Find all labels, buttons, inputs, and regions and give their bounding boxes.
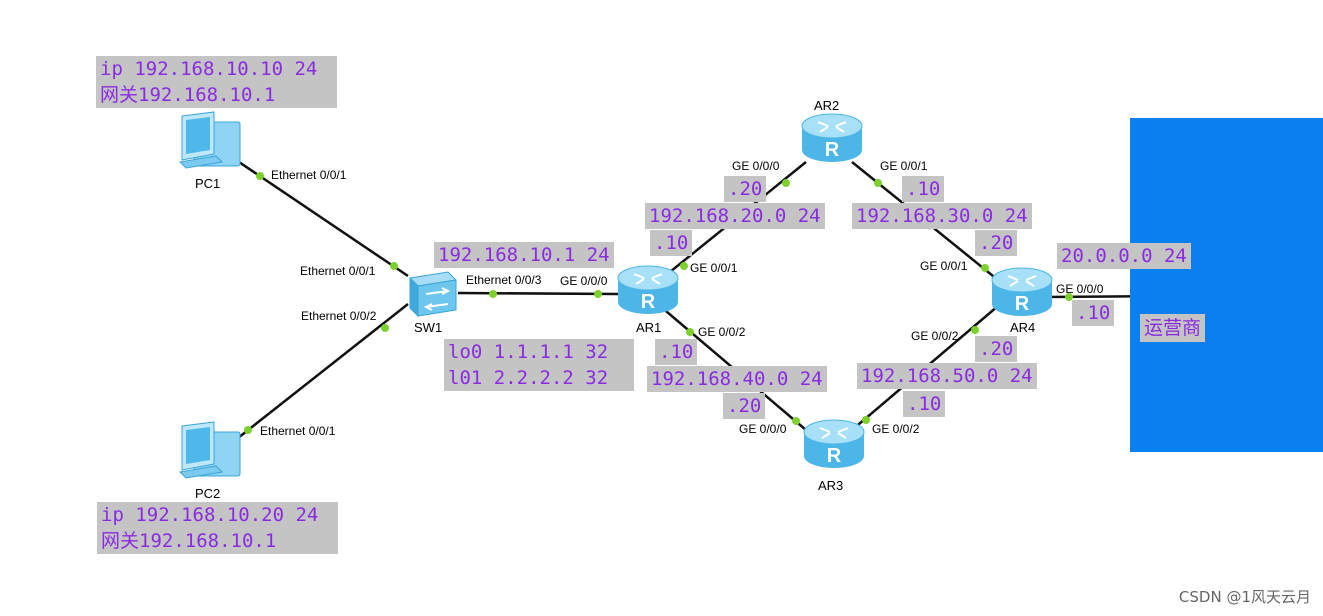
- port-label-sw1-e02: Ethernet 0/0/2: [301, 309, 377, 323]
- note-ar3-net50-host: .10: [903, 391, 946, 417]
- port-label-ar4-g002: GE 0/0/2: [911, 329, 959, 343]
- note-ar1-lo0: lo0 1.1.1.1 32: [448, 341, 609, 363]
- port-dot-ar3-g000: [792, 417, 800, 425]
- note-wan-net: 20.0.0.0 24: [1057, 243, 1191, 269]
- router-glyph: R: [641, 291, 656, 313]
- note-ar1-loopbacks: lo0 1.1.1.1 32 l01 2.2.2.2 32: [444, 339, 634, 391]
- port-label-pc2-e01: Ethernet 0/0/1: [260, 424, 336, 438]
- note-ar4-net50-host: .20: [975, 336, 1018, 362]
- port-label-sw1-e03: Ethernet 0/0/3: [466, 273, 542, 287]
- note-ar2-net30-host: .10: [902, 176, 945, 202]
- note-pc1-gateway: 网关192.168.10.1: [100, 84, 276, 106]
- note-ar4-net30-host: .20: [975, 230, 1018, 256]
- link-pc2-sw1: [237, 303, 409, 439]
- note-ar4-wan-host: .10: [1072, 300, 1115, 326]
- port-label-ar1-g001: GE 0/0/1: [690, 261, 738, 275]
- pc1-icon[interactable]: [176, 110, 246, 174]
- port-dot-ar4-g001: [981, 264, 989, 272]
- port-dot-ar1-g001: [680, 262, 688, 270]
- ar1-label: AR1: [636, 320, 662, 335]
- note-ar1-net40-host: .10: [655, 339, 698, 365]
- router-ar1-icon[interactable]: R: [614, 264, 682, 318]
- port-label-sw1-e01: Ethernet 0/0/1: [300, 264, 376, 278]
- note-net-20: 192.168.20.0 24: [645, 203, 825, 229]
- port-dot-ar1-g002: [686, 328, 694, 336]
- port-dot-ar4-g002: [971, 326, 979, 334]
- ar2-label: AR2: [814, 98, 840, 113]
- port-dot-ar3-g002: [862, 416, 870, 424]
- note-pc1: ip 192.168.10.10 24 网关192.168.10.1: [96, 56, 337, 108]
- pc1-label: PC1: [195, 176, 221, 191]
- port-dot-ar2-g000: [782, 179, 790, 187]
- port-dot-ar2-g001: [874, 179, 882, 187]
- note-pc2-ip: ip 192.168.10.20 24: [101, 504, 319, 526]
- sw1-label: SW1: [414, 320, 443, 335]
- note-ar3-net40-host: .20: [723, 393, 766, 419]
- port-label-ar1-g002: GE 0/0/2: [698, 325, 746, 339]
- ar4-label: AR4: [1010, 320, 1036, 335]
- note-pc1-ip: ip 192.168.10.10 24: [100, 58, 318, 80]
- port-dot-sw1-e03: [489, 290, 497, 298]
- note-pc2: ip 192.168.10.20 24 网关192.168.10.1: [97, 502, 338, 554]
- link-sw1-ar1: [457, 291, 619, 296]
- port-label-pc1-e01: Ethernet 0/0/1: [271, 168, 347, 182]
- link-pc1-sw1: [235, 158, 409, 278]
- port-label-ar3-g000: GE 0/0/0: [739, 422, 787, 436]
- note-ar1-lan: 192.168.10.1 24: [434, 242, 614, 268]
- note-net-50: 192.168.50.0 24: [857, 363, 1037, 389]
- port-label-ar1-g000: GE 0/0/0: [560, 274, 608, 288]
- isp-label: 运营商: [1140, 314, 1206, 342]
- note-net-30: 192.168.30.0 24: [852, 203, 1032, 229]
- note-net-40: 192.168.40.0 24: [647, 366, 827, 392]
- router-glyph: R: [827, 445, 842, 467]
- router-ar2-icon[interactable]: R: [798, 112, 866, 166]
- watermark: CSDN @1风天云月: [1178, 588, 1311, 606]
- port-label-ar2-g001: GE 0/0/1: [880, 159, 928, 173]
- note-ar1-net20-host: .10: [650, 230, 693, 256]
- port-dot-ar1-g000: [594, 290, 602, 298]
- router-glyph: R: [825, 139, 840, 161]
- note-ar1-lo1: l01 2.2.2.2 32: [448, 367, 609, 389]
- port-label-ar4-g000: GE 0/0/0: [1056, 282, 1104, 296]
- ar3-label: AR3: [818, 478, 844, 493]
- port-dot-pc1: [256, 172, 264, 180]
- port-label-ar3-g002: GE 0/0/2: [872, 422, 920, 436]
- port-dot-sw1-e02: [381, 324, 389, 332]
- port-dot-sw1-e01: [390, 262, 398, 270]
- port-dot-ar4-g000: [1065, 293, 1073, 301]
- router-ar3-icon[interactable]: R: [800, 418, 868, 472]
- port-label-ar2-g000: GE 0/0/0: [732, 159, 780, 173]
- note-pc2-gateway: 网关192.168.10.1: [101, 530, 277, 552]
- switch-icon[interactable]: [404, 268, 462, 320]
- note-ar2-net20-host: .20: [724, 176, 767, 202]
- port-dot-pc2: [244, 426, 252, 434]
- router-ar4-icon[interactable]: R: [988, 266, 1056, 320]
- pc2-label: PC2: [195, 486, 221, 501]
- port-label-ar4-g001: GE 0/0/1: [920, 259, 968, 273]
- isp-block: [1130, 118, 1323, 452]
- router-glyph: R: [1015, 293, 1030, 315]
- pc2-icon[interactable]: [176, 420, 246, 484]
